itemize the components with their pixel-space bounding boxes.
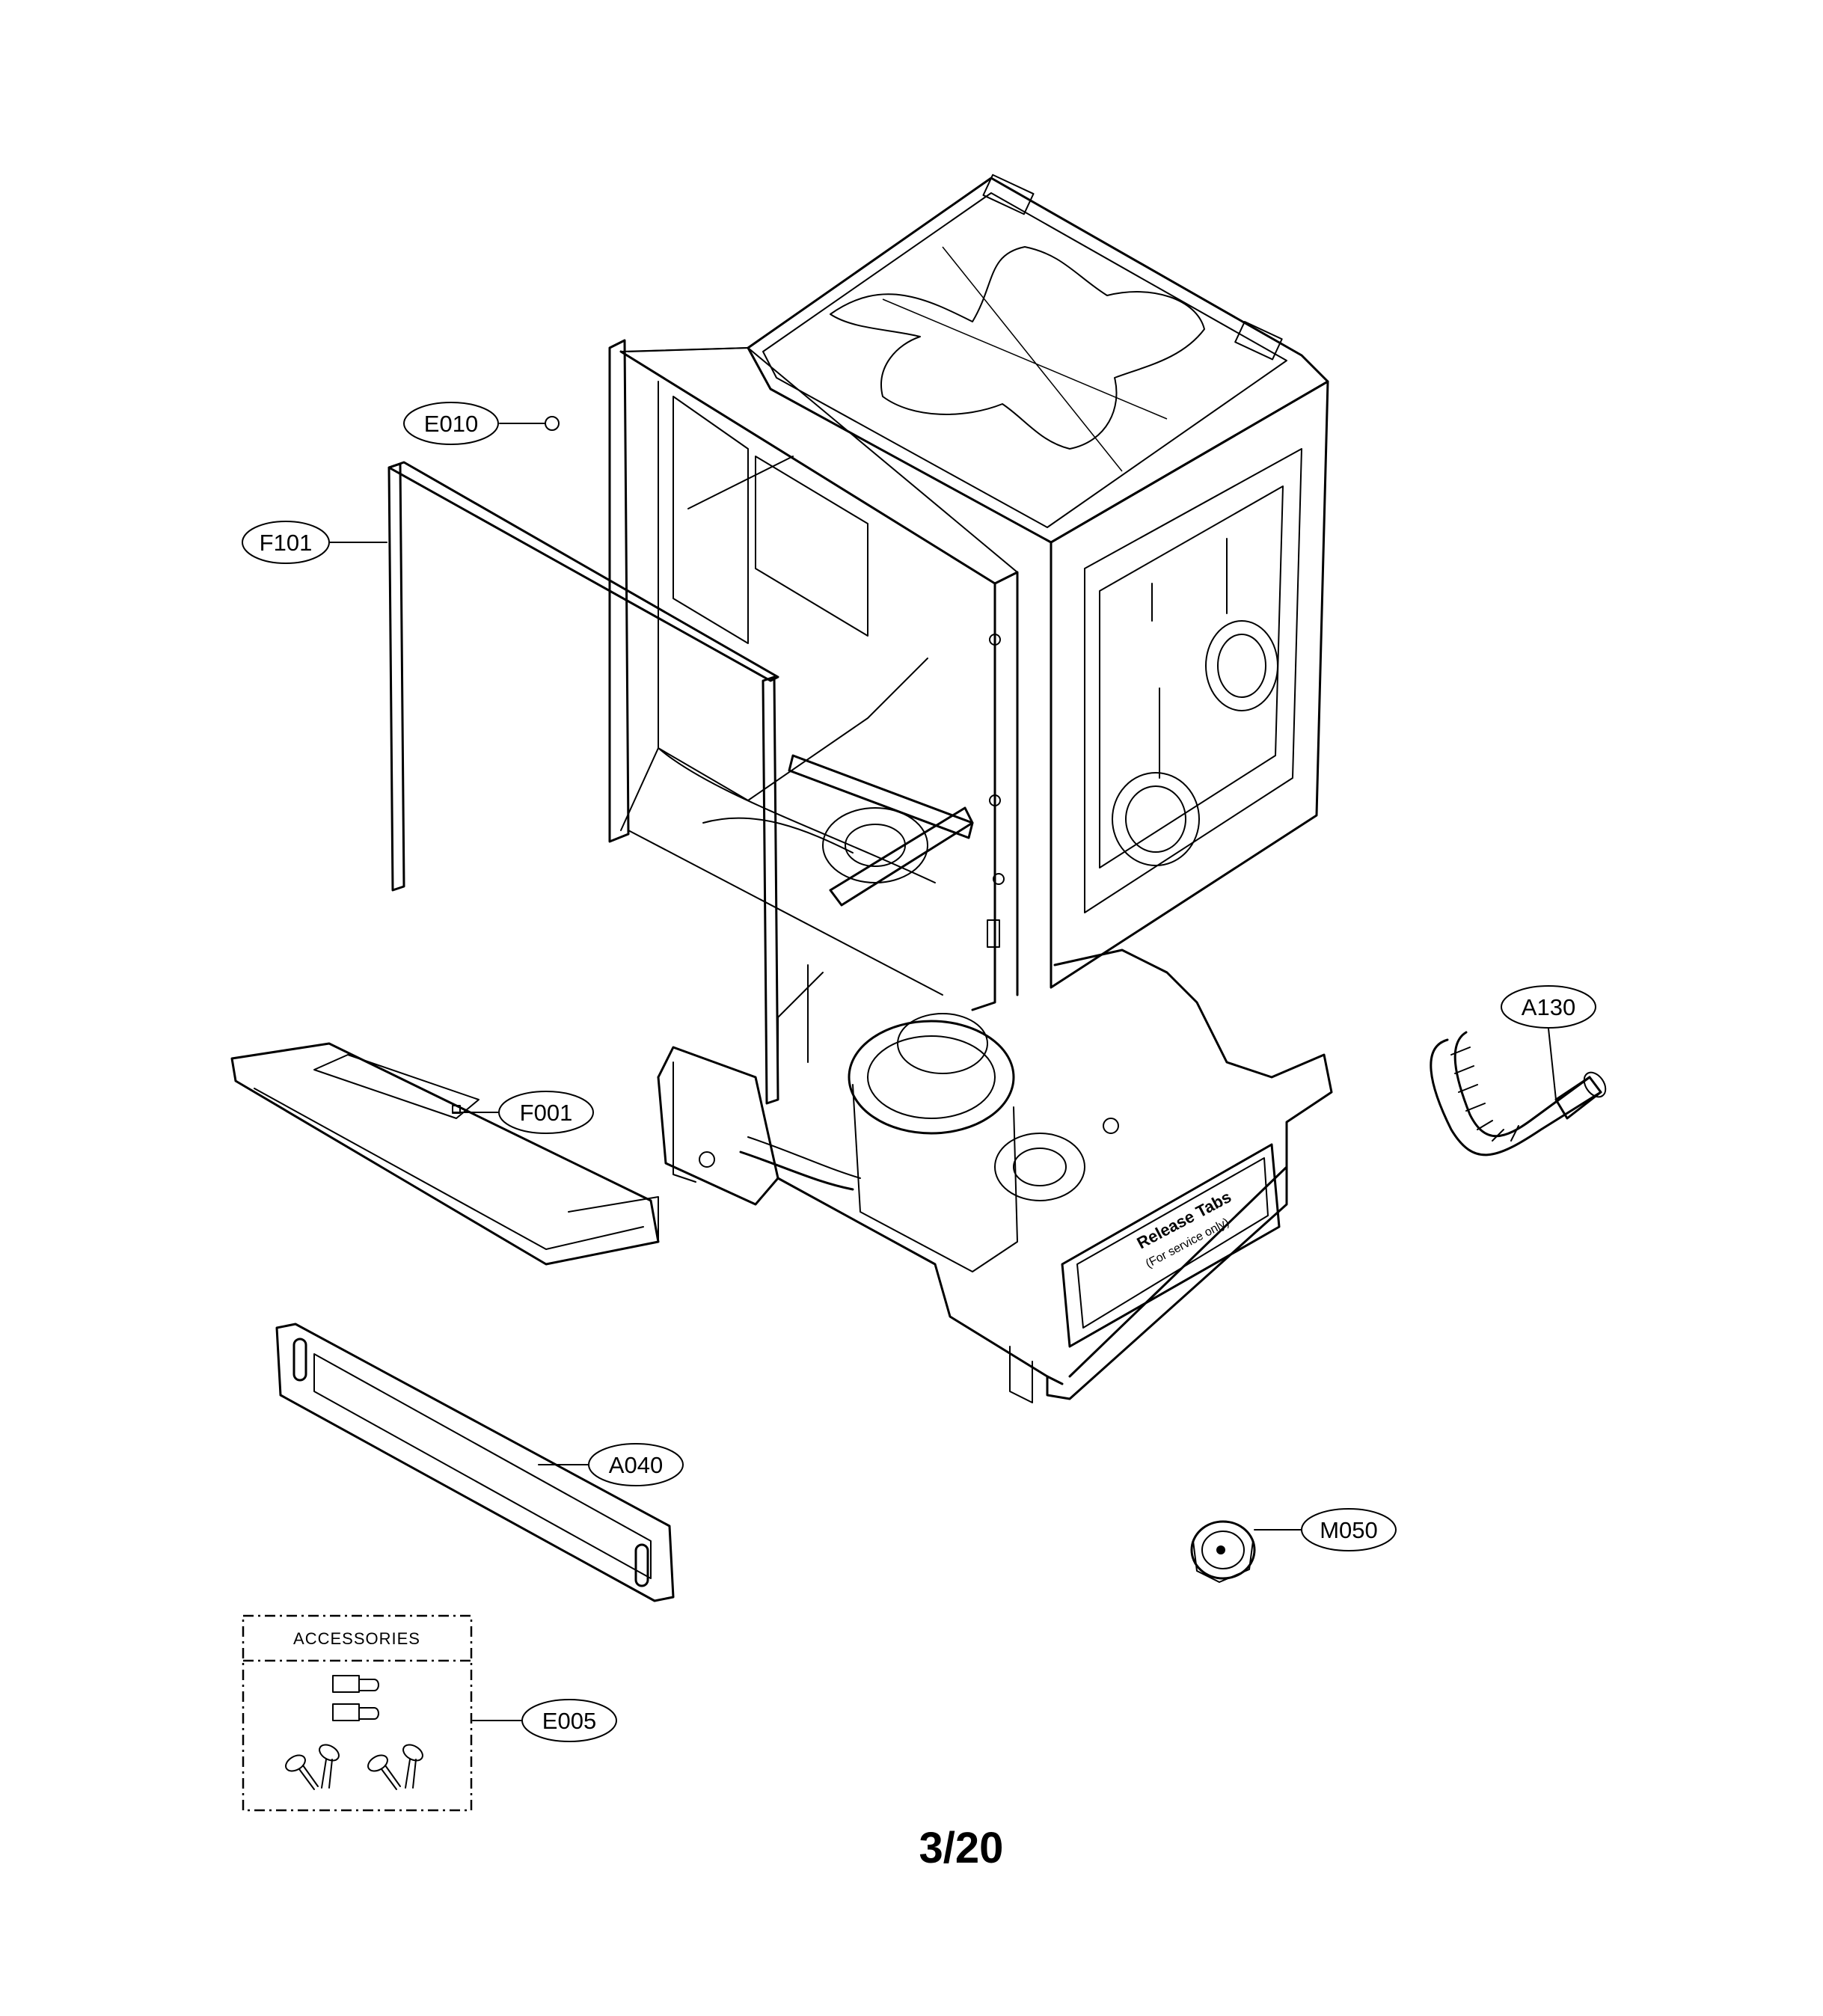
motor-part-m050 bbox=[1190, 1520, 1302, 1583]
callout-f101-label: F101 bbox=[260, 530, 313, 556]
clip-icon bbox=[332, 1675, 379, 1721]
callout-f101: F101 bbox=[242, 521, 330, 564]
callout-e005: E005 bbox=[521, 1699, 617, 1742]
plug-part-e010 bbox=[499, 416, 560, 431]
drain-hose-a130 bbox=[1430, 1028, 1607, 1156]
page-number: 3/20 bbox=[919, 1824, 1004, 1872]
lower-cover-f001 bbox=[230, 1042, 660, 1266]
door-gasket-f101 bbox=[327, 461, 779, 1105]
callout-e010-label: E010 bbox=[424, 411, 478, 437]
screw-icon bbox=[285, 1744, 423, 1790]
tub-assembly bbox=[608, 174, 1329, 1011]
accessories-title: ACCESSORIES bbox=[293, 1629, 420, 1648]
callout-e005-label: E005 bbox=[542, 1708, 596, 1734]
callout-a040: A040 bbox=[588, 1443, 684, 1486]
base-assembly: Release Tabs (For service only) bbox=[657, 949, 1333, 1403]
callout-f001: F001 bbox=[498, 1091, 594, 1134]
callout-m050: M050 bbox=[1301, 1508, 1397, 1551]
callout-f001-label: F001 bbox=[520, 1100, 573, 1126]
accessories-box: ACCESSORIES bbox=[242, 1614, 524, 1812]
toe-kick-plate-a040 bbox=[275, 1323, 675, 1602]
callout-e010: E010 bbox=[403, 402, 499, 445]
callout-a130: A130 bbox=[1501, 985, 1596, 1029]
callout-a040-label: A040 bbox=[609, 1452, 663, 1478]
callout-a130-label: A130 bbox=[1522, 994, 1575, 1020]
callout-m050-label: M050 bbox=[1320, 1517, 1378, 1543]
